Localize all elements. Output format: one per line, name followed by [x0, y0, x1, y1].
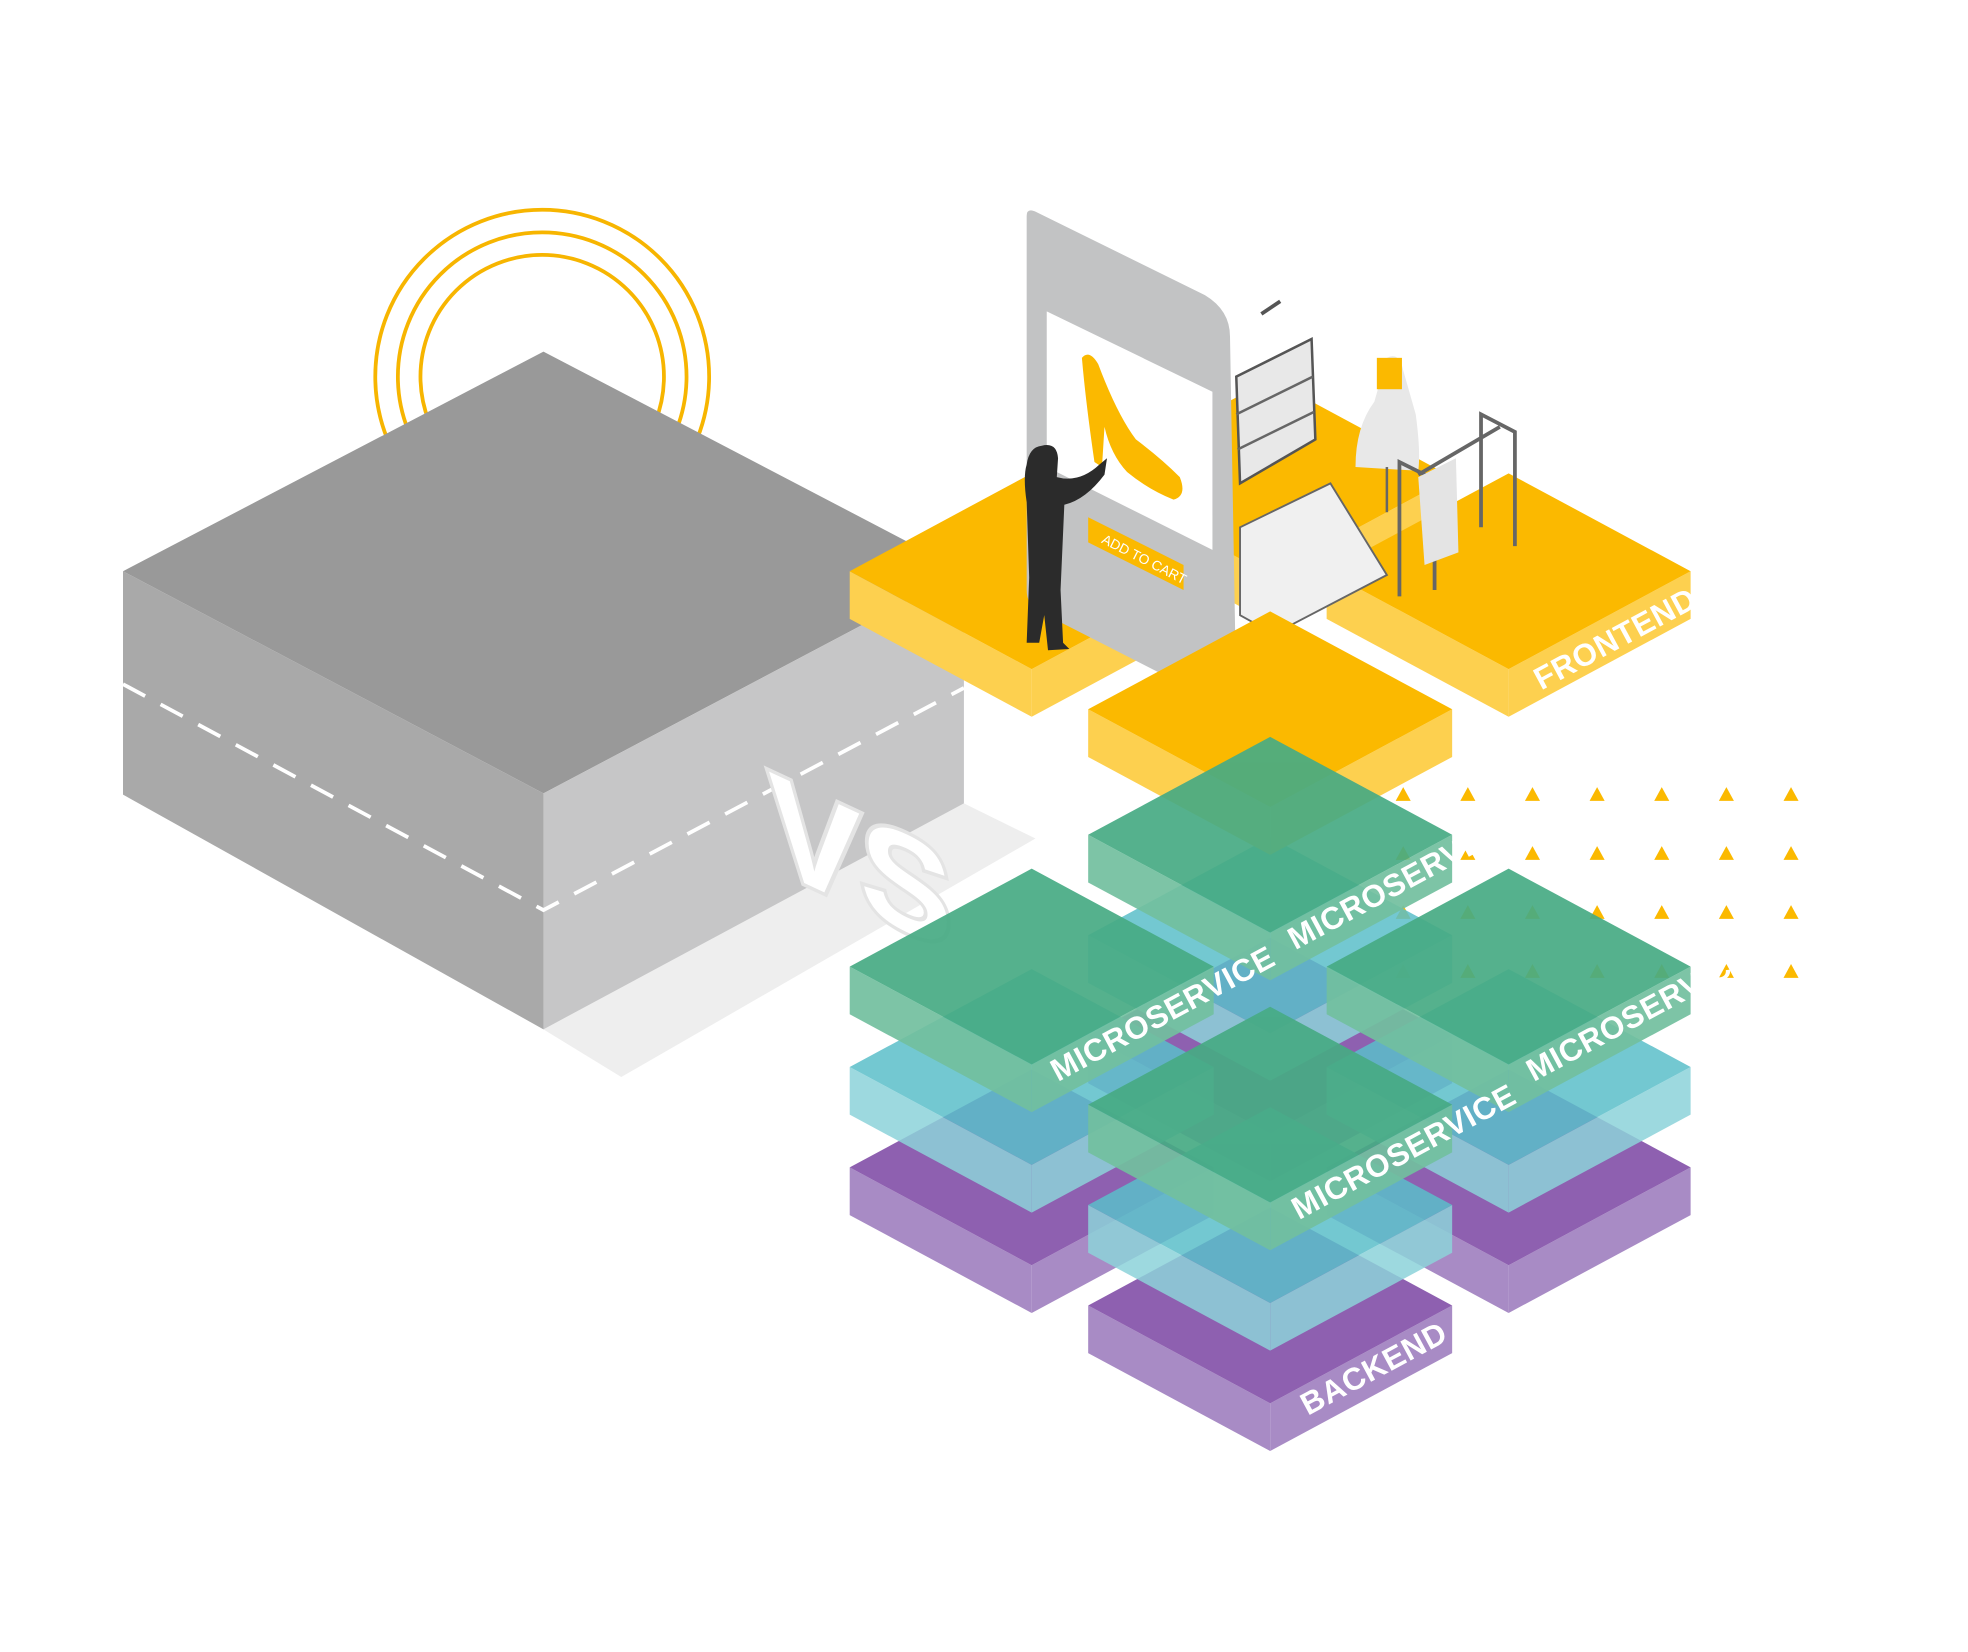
monolith-top-face [123, 351, 964, 794]
microservice-tile-bottom-top-face [1088, 1006, 1453, 1203]
triangle-mark [1524, 787, 1541, 801]
monolith-shadow [543, 803, 1036, 1078]
triangle-mark [1589, 846, 1605, 860]
triangle-mark [1654, 787, 1670, 801]
frontend-tile-right-right-face [1508, 571, 1691, 717]
monitor [1260, 299, 1282, 316]
microservice-tile-right-top-face [1326, 868, 1691, 1065]
triangle-mark [1654, 846, 1670, 860]
shopper-silhouette [1024, 444, 1107, 651]
triangle-mark [1524, 846, 1541, 860]
backend-layer-bottom-right-face [1270, 1305, 1453, 1452]
shelf-line [1235, 375, 1314, 416]
frontend-tile-left-left-face [849, 571, 1032, 717]
rack-bar [1417, 425, 1501, 477]
monolith-dashed-line [122, 682, 965, 913]
backend-layer-left-left-face [849, 1167, 1032, 1313]
triangle-mark [1718, 964, 1734, 978]
microservice-tile-right [1326, 868, 1691, 1113]
microservice-tile-bottom-right-face [1270, 1104, 1453, 1251]
microservice-tile-top-top-face [1088, 736, 1453, 933]
microservice-tile-top [1088, 736, 1453, 981]
monolith-left-face [123, 571, 544, 1030]
data-layer-bottom-right-face [1270, 1205, 1453, 1351]
triangle-mark [1460, 846, 1476, 860]
add-to-cart-button[interactable] [1088, 517, 1184, 591]
display-table [1239, 482, 1389, 636]
microservice-tile-left-right-face [1031, 966, 1214, 1113]
triangle-mark [1783, 905, 1799, 919]
data-layer-right-right-face [1508, 1066, 1691, 1213]
hanging-clothes [1418, 458, 1459, 565]
storefront-scene: ADD TO CART [1024, 210, 1517, 708]
triangle-mark [1395, 787, 1411, 801]
microservice-tile-bottom [1088, 1006, 1453, 1251]
triangle-mark [1783, 964, 1799, 978]
microservice-tile-bottom-left-face [1088, 1104, 1271, 1251]
data-layer-left-left-face [849, 1066, 1032, 1213]
triangle-mark [1654, 905, 1670, 919]
data-layer-bottom-left-face [1088, 1205, 1271, 1351]
shoe-icon [1081, 354, 1183, 500]
monolith-block: VS [122, 351, 1036, 1078]
clothes-rack-2 [1479, 411, 1517, 547]
triangle-mark [1718, 787, 1734, 801]
frontend-tile-right-top-face [1326, 473, 1691, 670]
backend-layer-right-right-face [1508, 1167, 1691, 1313]
frontend-tile-right [1326, 473, 1691, 717]
microservice-tile-top-right-face [1270, 834, 1453, 981]
triangle-mark [1718, 846, 1734, 860]
mannequin-top [1376, 357, 1402, 390]
triangle-mark [1589, 787, 1605, 801]
mannequin [1355, 356, 1420, 471]
microservice-tile-right-left-face [1326, 966, 1509, 1113]
triangle-mark [1460, 787, 1476, 801]
frontend-tile-right-left-face [1326, 571, 1509, 717]
triangle-mark [1783, 846, 1799, 860]
microservice-tile-left-left-face [849, 966, 1032, 1113]
shelf-line [1236, 410, 1315, 451]
microservice-tile-right-right-face [1508, 966, 1691, 1113]
microservice-tile-top-left-face [1088, 834, 1271, 981]
frontend-tile-center-top-face [1088, 611, 1453, 808]
monolith-right-face [543, 571, 964, 1030]
triangle-mark [1718, 905, 1734, 919]
backend-layer-bottom-left-face [1088, 1305, 1271, 1452]
triangle-mark [1783, 787, 1799, 801]
